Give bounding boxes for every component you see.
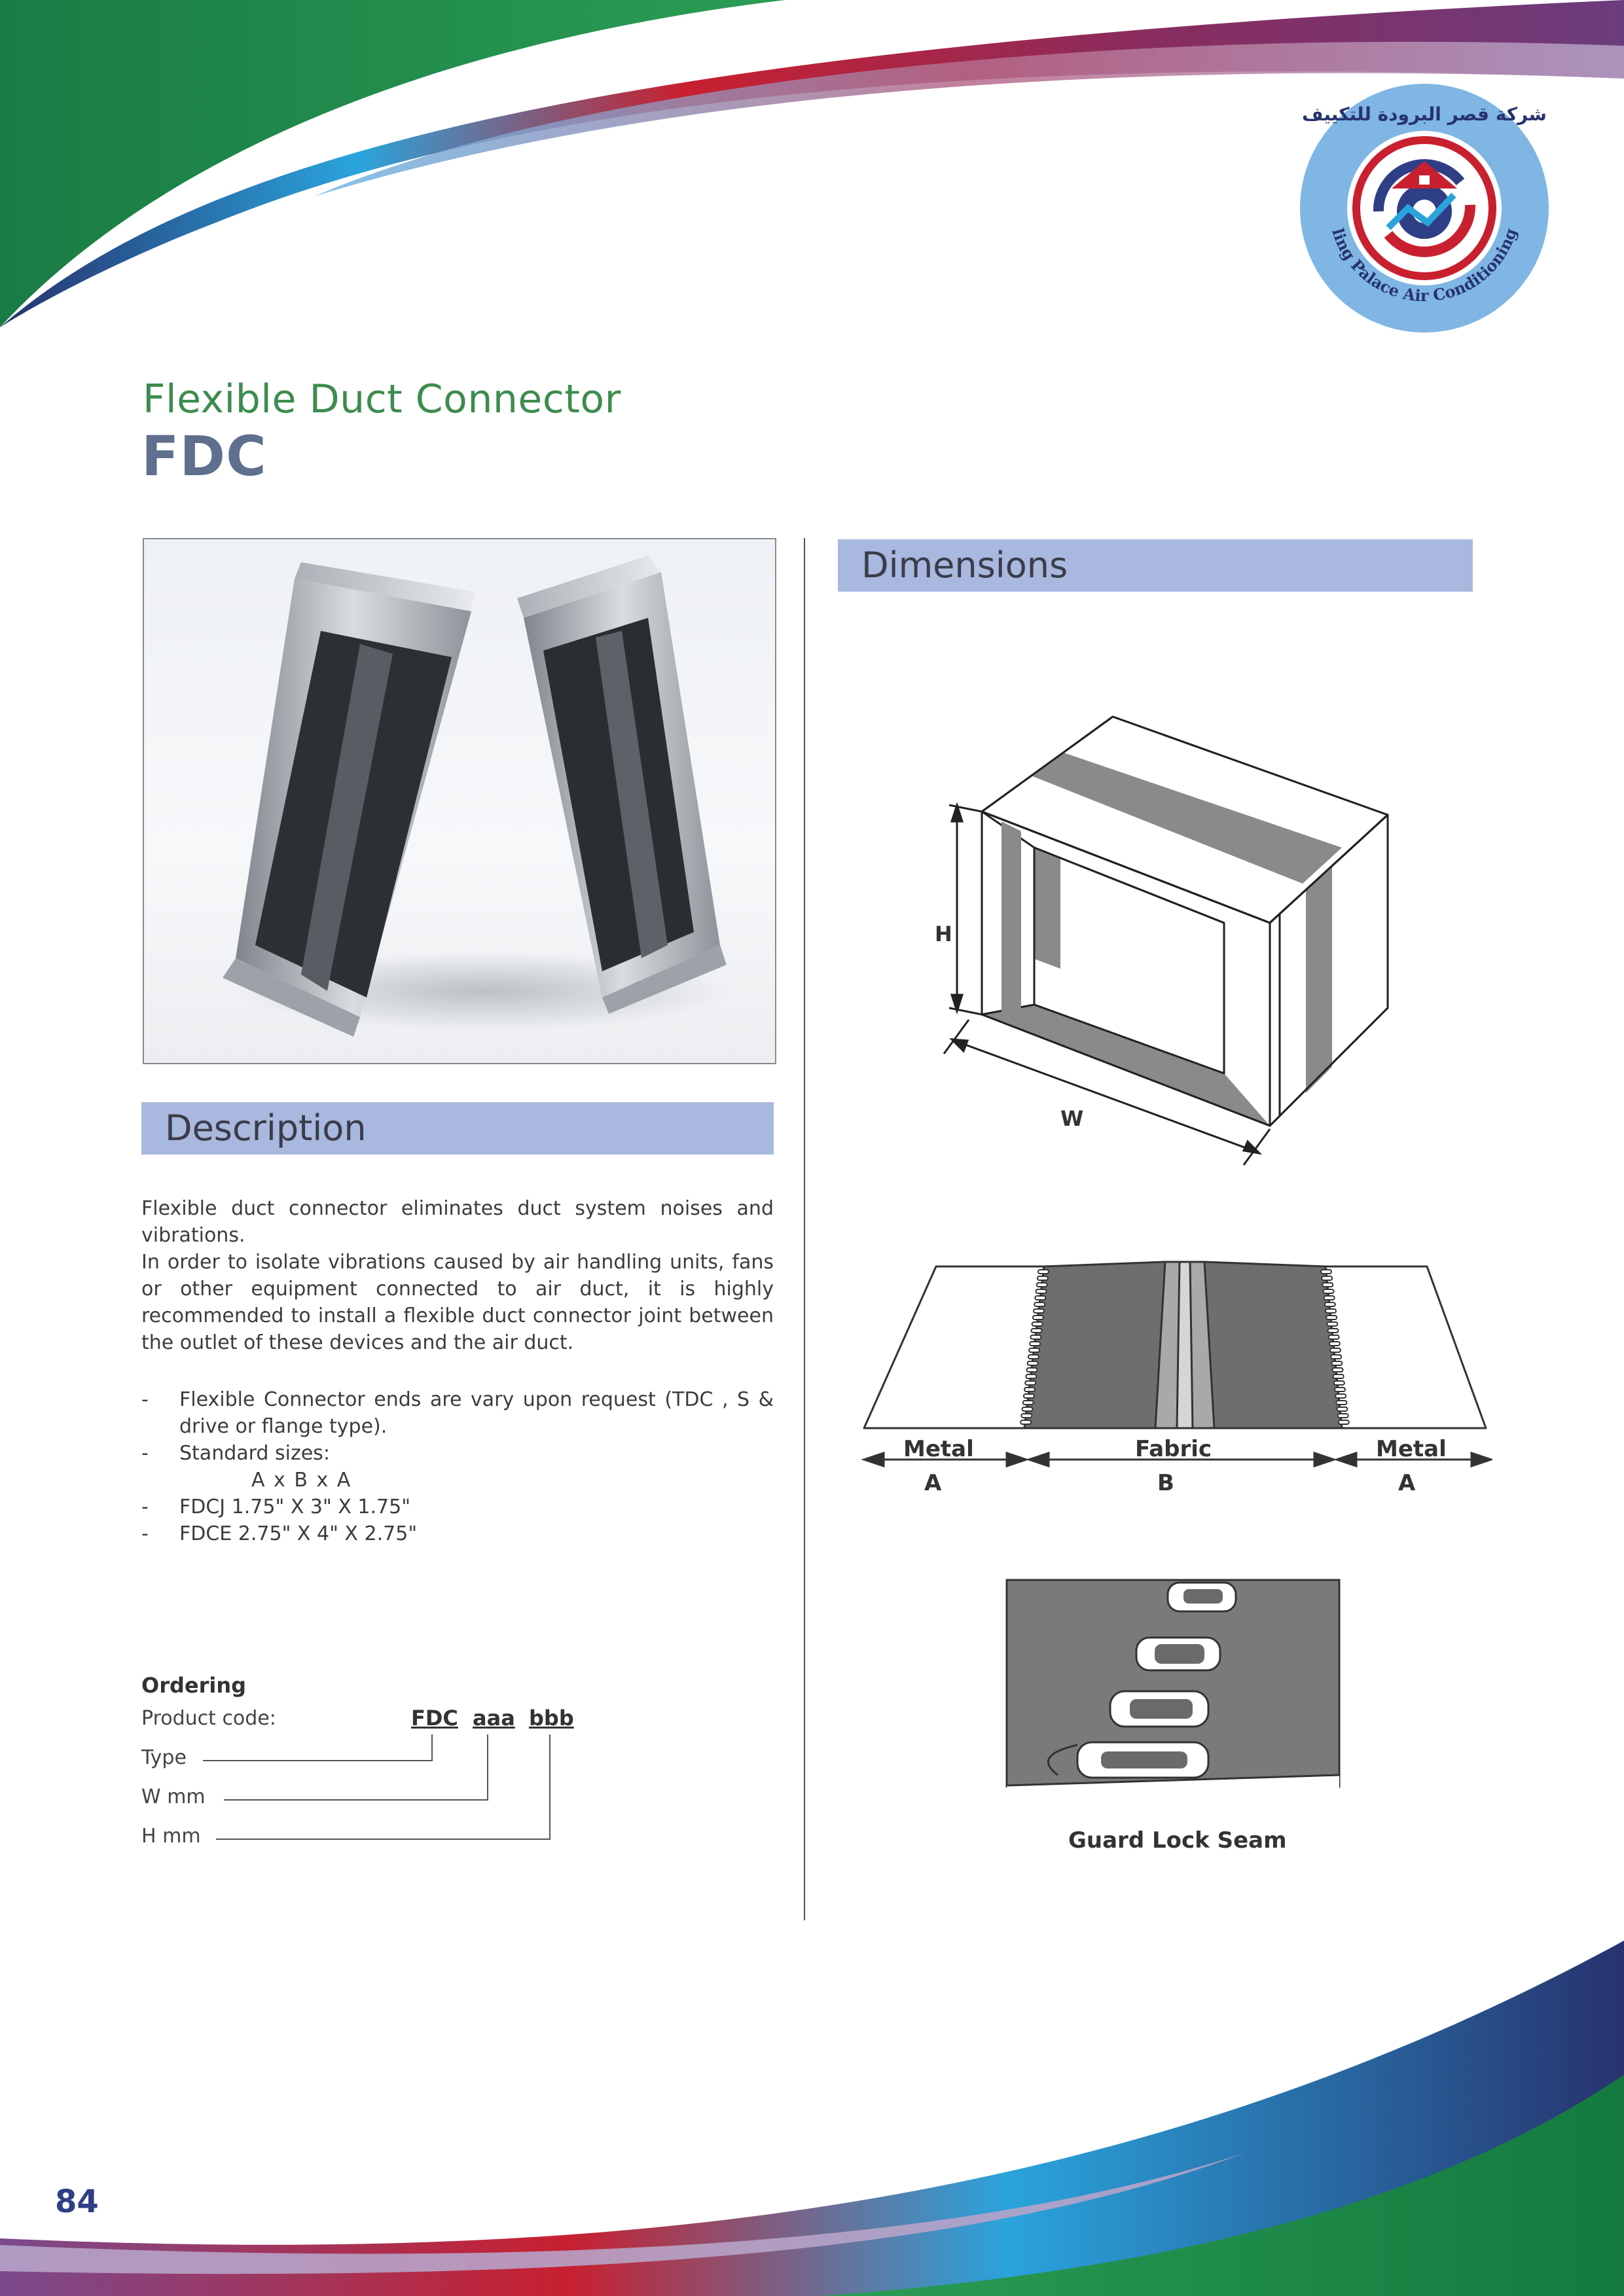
seam-tooth bbox=[1030, 1335, 1042, 1340]
ordering-field-type: Type bbox=[141, 1746, 187, 1769]
seam-tooth bbox=[1329, 1348, 1341, 1353]
seam-tooth bbox=[1036, 1282, 1048, 1287]
page-number: 84 bbox=[55, 2183, 99, 2220]
seam-tooth bbox=[1029, 1341, 1041, 1346]
seam-tooth bbox=[1337, 1420, 1350, 1425]
section-label-fabric: Fabric bbox=[1135, 1436, 1212, 1462]
seam-tooth bbox=[1025, 1374, 1038, 1379]
section-dimension-arrows bbox=[861, 1451, 1492, 1468]
sizes-formula: A x B x A bbox=[251, 1469, 352, 1492]
seam-tooth bbox=[1322, 1289, 1335, 1294]
logo-arabic-text: شركة قصر البرودة للتكييف bbox=[1302, 103, 1547, 125]
seam-tooth bbox=[1030, 1328, 1043, 1333]
seam-tooth bbox=[1321, 1276, 1333, 1281]
seam-tooth bbox=[1327, 1335, 1340, 1340]
bullet-item: - FDCJ 1.75" X 3" X 1.75" bbox=[141, 1496, 411, 1518]
seam-tooth bbox=[1026, 1367, 1038, 1372]
seam-tooth bbox=[1035, 1289, 1047, 1294]
seam-tooth bbox=[1327, 1328, 1339, 1333]
product-code-label: Product code: bbox=[141, 1707, 276, 1730]
code-part-height: bbb bbox=[529, 1706, 574, 1731]
bullet-item: - Standard sizes: bbox=[141, 1442, 330, 1465]
section-letter-a-right: A bbox=[1398, 1470, 1416, 1496]
seam-tooth bbox=[1334, 1387, 1346, 1392]
seam-tooth bbox=[1038, 1269, 1049, 1274]
seam-tooth bbox=[1034, 1302, 1046, 1307]
ordering-field-height: H mm bbox=[141, 1825, 201, 1848]
seam-tooth bbox=[1335, 1393, 1347, 1399]
section-letter-b: B bbox=[1157, 1470, 1174, 1496]
seam-tooth bbox=[1027, 1354, 1039, 1359]
company-logo: شركة قصر البرودة للتكييف Cooling Palace … bbox=[1293, 77, 1553, 336]
width-label: W bbox=[1060, 1106, 1084, 1131]
seam-tooth bbox=[1332, 1374, 1344, 1379]
seam-tooth bbox=[1331, 1361, 1343, 1366]
code-part-type: FDC bbox=[411, 1706, 458, 1731]
seam-tooth bbox=[1022, 1393, 1035, 1399]
seam-tooth bbox=[1024, 1380, 1037, 1386]
seam-tooth bbox=[1323, 1295, 1335, 1300]
seam-tooth bbox=[1022, 1400, 1034, 1405]
seam-tooth bbox=[1326, 1315, 1338, 1320]
guard-lock-seam-diagram bbox=[1005, 1579, 1341, 1792]
product-photo bbox=[143, 538, 776, 1064]
seam-tooth bbox=[1021, 1407, 1034, 1412]
section-label-metal-right: Metal bbox=[1376, 1436, 1447, 1462]
description-paragraph-1: Flexible duct connector eliminates duct … bbox=[141, 1197, 774, 1247]
section-label-metal-left: Metal bbox=[903, 1436, 974, 1462]
dimensions-heading: Dimensions bbox=[838, 539, 1473, 592]
seam-tooth bbox=[1031, 1321, 1043, 1327]
seam-tooth bbox=[1326, 1321, 1339, 1327]
seam-tooth bbox=[1028, 1348, 1040, 1353]
seam-tooth bbox=[1335, 1400, 1348, 1405]
bullet-item: - FDCE 2.75" X 4" X 2.75" bbox=[141, 1522, 418, 1545]
seam-tooth bbox=[1020, 1413, 1033, 1418]
code-part-width: aaa bbox=[473, 1706, 515, 1731]
seam-tooth bbox=[1320, 1269, 1332, 1274]
seam-tooth bbox=[1036, 1276, 1049, 1281]
description-text: Flexible duct connector eliminates duct … bbox=[141, 1195, 774, 1356]
seam-tooth bbox=[1026, 1361, 1039, 1366]
seam-tooth bbox=[1325, 1308, 1337, 1314]
description-heading: Description bbox=[141, 1102, 774, 1155]
seam-tooth bbox=[1330, 1354, 1343, 1359]
seam-tooth bbox=[1337, 1413, 1349, 1418]
product-name: Flexible Duct Connector bbox=[143, 376, 621, 422]
seam-tooth bbox=[1032, 1315, 1044, 1320]
height-label: H bbox=[935, 922, 952, 946]
seam-tooth bbox=[1328, 1341, 1341, 1346]
description-bullets: - Flexible Connector ends are vary upon … bbox=[141, 1386, 774, 1547]
ordering-field-width: W mm bbox=[141, 1785, 206, 1808]
seam-tooth bbox=[1336, 1407, 1348, 1412]
connector-section-diagram bbox=[863, 1261, 1487, 1429]
description-paragraph-2: In order to isolate vibrations caused by… bbox=[141, 1251, 774, 1354]
ordering-title: Ordering bbox=[141, 1673, 247, 1698]
seam-tooth bbox=[1024, 1387, 1036, 1392]
flexible-connector-photo bbox=[223, 556, 733, 1037]
seam-tooth bbox=[1322, 1282, 1334, 1287]
bullet-item: - Flexible Connector ends are vary upon … bbox=[141, 1388, 774, 1438]
seam-tooth bbox=[1333, 1380, 1345, 1386]
ordering-leader-lines bbox=[203, 1734, 550, 1840]
section-letter-a-left: A bbox=[924, 1470, 942, 1496]
column-divider bbox=[804, 538, 805, 1920]
connector-box-diagram bbox=[943, 715, 1389, 1166]
seam-tooth bbox=[1034, 1295, 1047, 1300]
seam-tooth bbox=[1324, 1302, 1336, 1307]
seam-tooth bbox=[1020, 1420, 1032, 1425]
seam-caption: Guard Lock Seam bbox=[1068, 1827, 1287, 1854]
seam-tooth bbox=[1331, 1367, 1344, 1372]
seam-tooth bbox=[1033, 1308, 1045, 1314]
product-code-title: FDC bbox=[141, 424, 267, 488]
